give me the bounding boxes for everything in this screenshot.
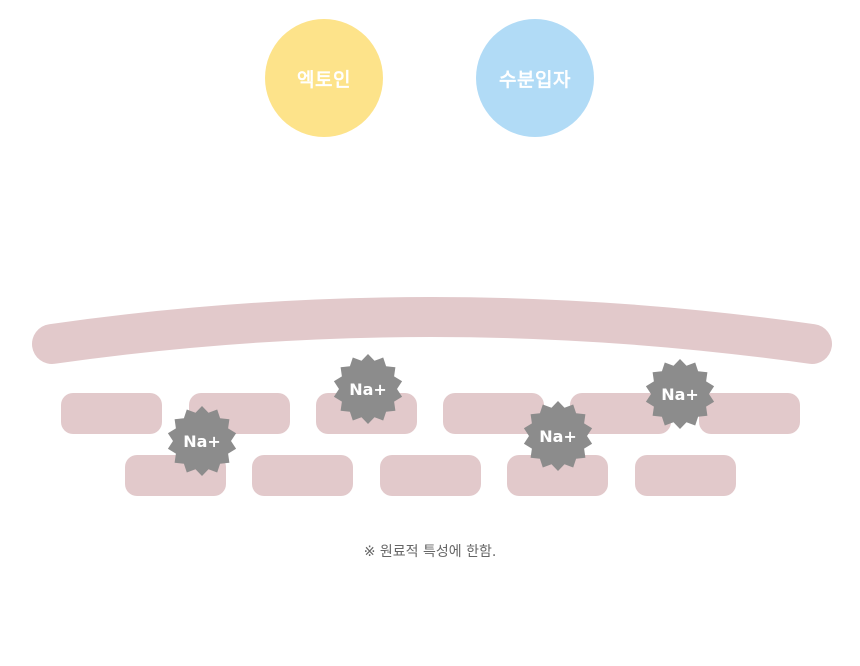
sodium-ion: Na+	[523, 401, 593, 471]
sodium-ion: Na+	[167, 406, 237, 476]
sodium-ion-label: Na+	[183, 432, 221, 451]
skin-barrier-curve	[32, 297, 832, 364]
skin-cell	[61, 393, 162, 434]
sodium-ion-label: Na+	[349, 380, 387, 399]
skin-cell	[380, 455, 481, 496]
sodium-ion-label: Na+	[661, 385, 699, 404]
skin-cell	[635, 455, 736, 496]
sodium-ion-label: Na+	[539, 427, 577, 446]
sodium-ion: Na+	[645, 359, 715, 429]
sodium-ion: Na+	[333, 354, 403, 424]
skin-cell	[699, 393, 800, 434]
water-particle-label: 수분입자	[499, 68, 571, 91]
ectoin-label: 엑토인	[297, 68, 351, 91]
footnote: ※ 원료적 특성에 한함.	[363, 544, 497, 560]
ectoin-bubble: 엑토인	[265, 19, 383, 137]
water-particle-bubble: 수분입자	[476, 19, 594, 137]
skin-cell	[252, 455, 353, 496]
